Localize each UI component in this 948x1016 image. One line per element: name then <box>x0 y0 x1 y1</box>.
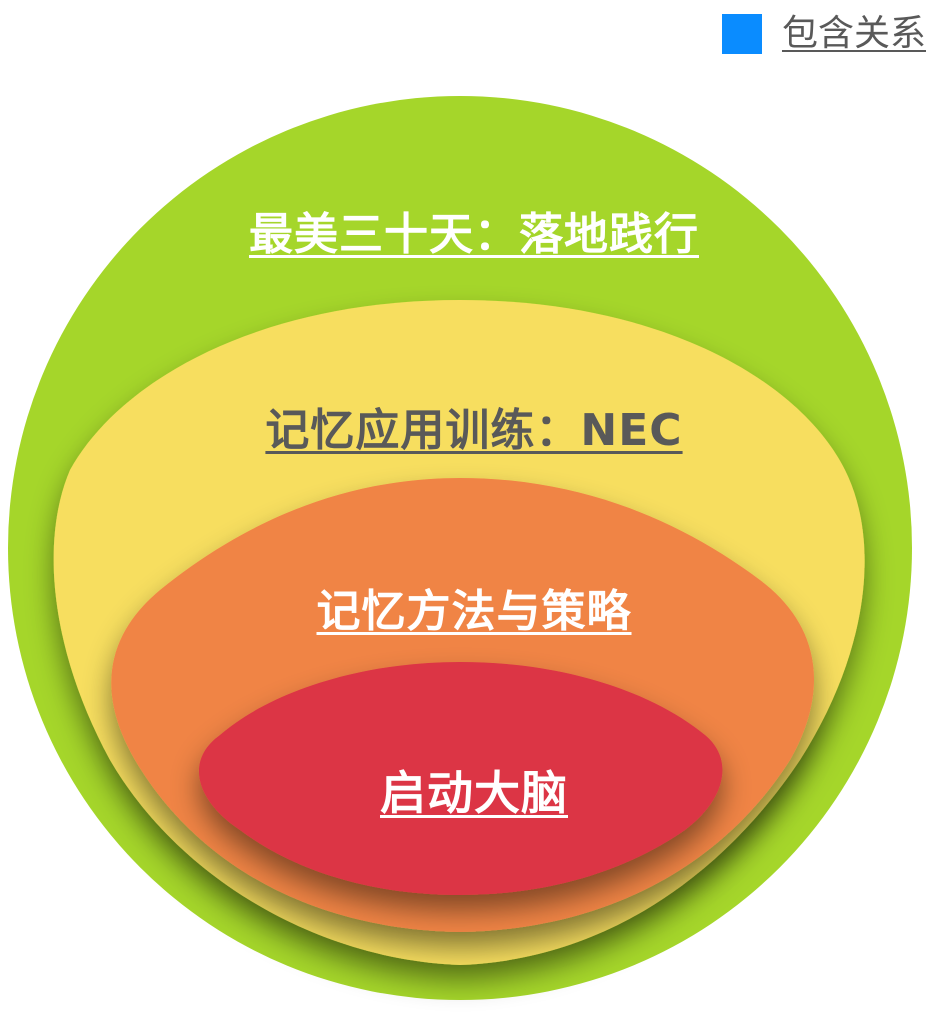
legend: 包含关系 <box>721 12 926 56</box>
third-layer-label: 记忆方法与策略 <box>316 586 632 637</box>
legend-label: 包含关系 <box>781 13 926 54</box>
core-layer-shape <box>198 662 723 895</box>
legend-swatch <box>721 14 762 54</box>
second-layer-label: 记忆应用训练：NEC <box>265 405 683 456</box>
outer-layer-label: 最美三十天：落地践行 <box>249 209 699 260</box>
core-layer-label: 启动大脑 <box>380 766 568 820</box>
